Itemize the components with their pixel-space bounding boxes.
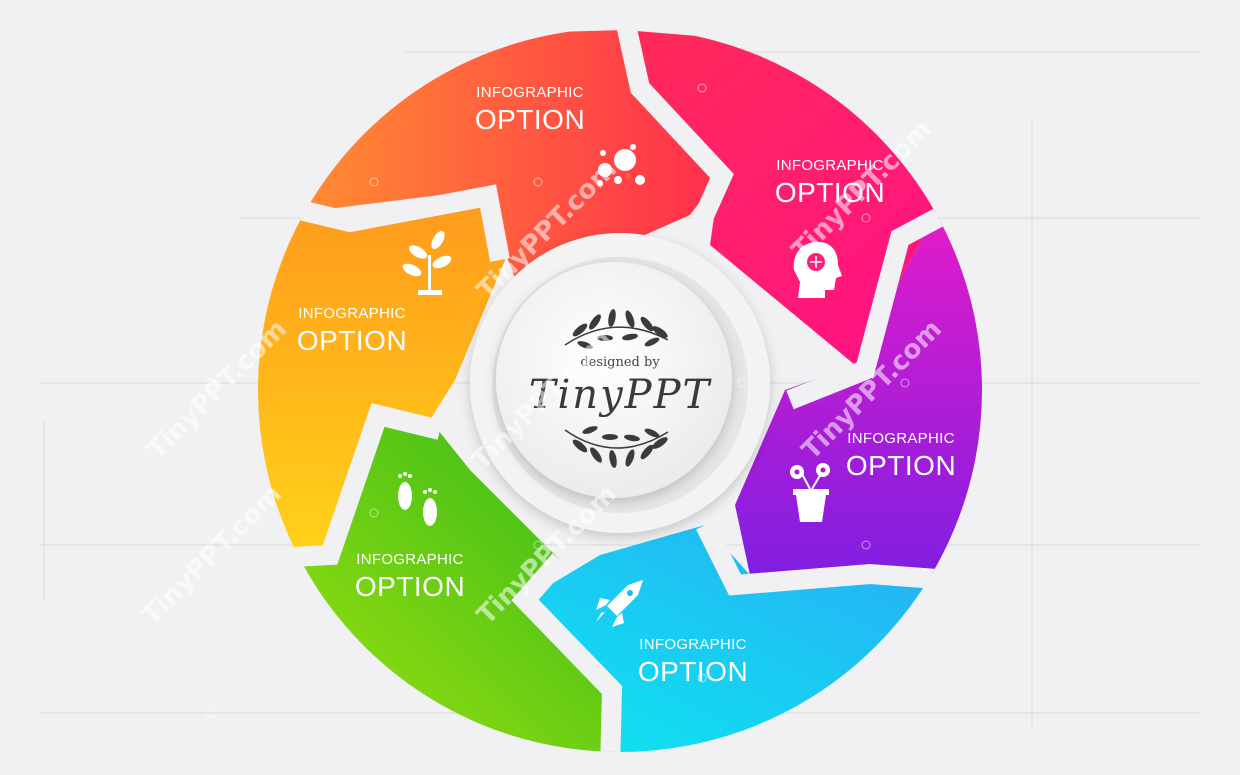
laurel-bottom-icon [564, 426, 669, 468]
segment-right-label: INFOGRAPHIC OPTION [826, 431, 976, 480]
footprints-icon [398, 472, 437, 526]
label-big: OPTION [845, 450, 957, 481]
label-small: INFOGRAPHIC [298, 305, 406, 322]
label-big: OPTION [774, 177, 886, 208]
label-small: INFOGRAPHIC [847, 430, 955, 447]
label-big: OPTION [354, 571, 466, 602]
laurel-top-icon [564, 309, 669, 349]
flower-pot-icon [790, 463, 830, 522]
label-small: INFOGRAPHIC [476, 84, 584, 101]
center-badge [496, 262, 732, 498]
head-brain-icon [793, 242, 842, 298]
label-small: INFOGRAPHIC [776, 157, 884, 174]
segment-upper-right-label: INFOGRAPHIC OPTION [755, 158, 905, 207]
label-big: OPTION [296, 325, 408, 356]
label-big: OPTION [637, 656, 749, 687]
label-big: OPTION [474, 104, 586, 135]
plant-icon [402, 230, 452, 295]
connector-nodes [205, 83, 910, 718]
label-small: INFOGRAPHIC [356, 551, 464, 568]
segment-lower-left-label: INFOGRAPHIC OPTION [335, 552, 485, 601]
center-brand-logo: TinyPPT [528, 372, 712, 418]
segment-bottom-label: INFOGRAPHIC OPTION [618, 637, 768, 686]
rocket-icon [596, 580, 643, 627]
segment-top-label: INFOGRAPHIC OPTION [455, 85, 605, 134]
segment-left-label: INFOGRAPHIC OPTION [277, 306, 427, 355]
label-small: INFOGRAPHIC [639, 636, 747, 653]
center-designed-by: designed by [580, 355, 660, 370]
bubbles-icon [597, 144, 645, 186]
